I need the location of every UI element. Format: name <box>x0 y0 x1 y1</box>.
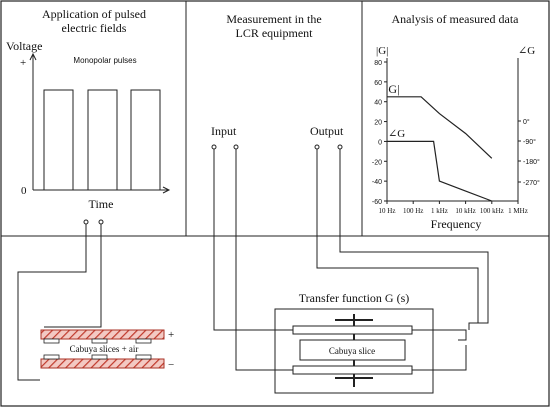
x-tick-label: 10 Hz <box>379 207 396 215</box>
negative-electrode-sign: − <box>168 359 174 371</box>
left-tick-label: -60 <box>372 199 382 206</box>
time-axis-arrow <box>162 186 171 194</box>
x-tick-label: 1 kHz <box>431 207 448 215</box>
pulse-lead-2 <box>44 236 102 328</box>
series-line-phase <box>387 140 493 202</box>
left-tick-label: 20 <box>374 120 382 127</box>
left-tick-label: -40 <box>372 179 382 186</box>
x-tick-group: 10 Hz 100 Hz 1 kHz 10 kHz 100 kHz 1 MHz <box>379 201 528 215</box>
output-terminal-2 <box>337 144 343 150</box>
right-tick-label: -270° <box>523 179 540 187</box>
pulse-lead-1 <box>17 236 87 381</box>
lcr-title-line1: Measurement in the <box>226 12 321 26</box>
input-terminal-2 <box>233 144 239 150</box>
x-tick-label: 10 kHz <box>455 207 475 215</box>
x-tick-label: 100 kHz <box>480 207 504 215</box>
pulsed-title-line2: electric fields <box>62 21 127 35</box>
slice-tab-6 <box>135 354 152 360</box>
fixture-slice-label: Cabuya slice <box>329 346 375 356</box>
magnitude-curve-label: |G| <box>386 82 399 96</box>
pulsed-field-panel: Application of pulsed electric fields Vo… <box>6 7 171 211</box>
voltage-axis-arrow <box>29 52 37 61</box>
right-tick-label: -180° <box>523 158 540 166</box>
output-label: Output <box>310 124 344 138</box>
output-wire-1 <box>316 147 479 330</box>
wiring <box>17 147 489 381</box>
input-terminal-1 <box>211 144 217 150</box>
phase-curve-label: ∠G <box>388 128 405 140</box>
cabuya-slice <box>299 339 406 361</box>
left-tick-label: 40 <box>374 100 382 107</box>
pulse-1 <box>43 89 74 191</box>
lcr-title-line2: LCR equipment <box>236 26 314 40</box>
pulse-terminal-1 <box>83 219 89 225</box>
terminal-dots <box>83 144 343 225</box>
slice-tab-5 <box>91 354 108 360</box>
left-tick-group: 80 60 40 20 0 -20 -40 -60 <box>372 60 387 206</box>
pulse-terminal-2 <box>98 219 104 225</box>
fixture-lower-plate <box>292 365 413 375</box>
input-label: Input <box>211 124 237 138</box>
pulse-3 <box>130 89 161 191</box>
left-axis-label: |G| <box>376 45 388 57</box>
transfer-function-title: Transfer function G (s) <box>299 291 410 305</box>
output-wire-2 <box>339 147 489 324</box>
voltage-zero-label: 0 <box>21 185 27 197</box>
frequency-axis-label: Frequency <box>431 217 482 231</box>
x-tick-label: 1 MHz <box>508 207 528 215</box>
series-group <box>387 96 493 202</box>
left-tick-label: 80 <box>374 60 382 67</box>
voltage-axis-label: Voltage <box>6 39 42 53</box>
right-tick-label: 0° <box>523 118 530 126</box>
upper-electrode <box>40 329 165 340</box>
analysis-title: Analysis of measured data <box>392 12 520 26</box>
time-axis-label: Time <box>89 197 114 211</box>
slice-tab-2 <box>91 338 108 344</box>
positive-electrode-sign: + <box>168 329 174 341</box>
right-tick-group: 0° -90° -180° -270° <box>518 118 540 187</box>
fixture-upper-plate <box>292 325 413 335</box>
right-tick-label: -90° <box>523 138 536 146</box>
pulse-type-label: Monopolar pulses <box>73 56 136 65</box>
left-tick-label: -20 <box>372 159 382 166</box>
voltage-plus-label: + <box>20 57 26 69</box>
output-wire-3 <box>412 329 467 341</box>
right-axis-label: ∠G <box>518 45 535 57</box>
lcr-panel: Measurement in the LCR equipment Input O… <box>211 12 344 138</box>
left-tick-label: 60 <box>374 80 382 87</box>
slice-tab-3 <box>135 338 152 344</box>
slice-tab-4 <box>43 354 60 360</box>
output-terminal-1 <box>314 144 320 150</box>
output-wire-4 <box>412 345 467 371</box>
pulsed-title-line1: Application of pulsed <box>42 7 146 21</box>
x-tick-label: 100 Hz <box>403 207 423 215</box>
lower-electrode <box>40 358 165 369</box>
analysis-panel: Analysis of measured data |G| ∠G 80 60 40 2… <box>372 12 540 231</box>
input-wire-1 <box>213 147 293 331</box>
pulse-2 <box>87 89 118 191</box>
sample-label: Cabuya slices + air <box>70 344 139 354</box>
slice-tab-1 <box>43 338 60 344</box>
transfer-function-box: Transfer function G (s) Cabuya slice <box>274 291 434 394</box>
left-tick-label: 0 <box>378 139 382 146</box>
input-wire-2 <box>235 147 293 371</box>
sample-cell: Cabuya slices + air + − <box>40 329 174 371</box>
series-line-magnitude <box>387 96 493 159</box>
transfer-box-frame <box>274 308 434 394</box>
